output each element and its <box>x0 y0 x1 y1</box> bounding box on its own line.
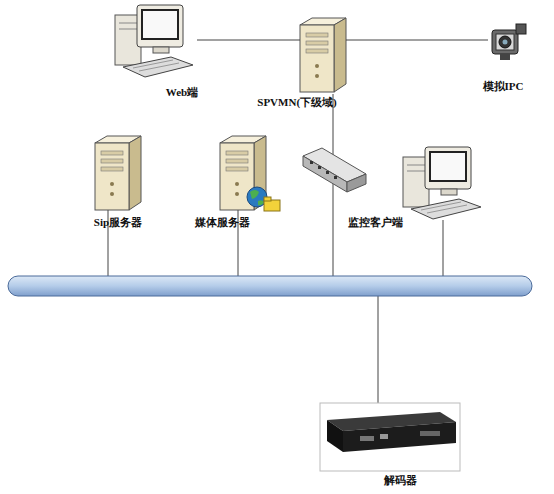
network-bus <box>8 276 532 296</box>
computer-icon <box>115 5 193 77</box>
camera-icon <box>492 24 526 60</box>
workstation-node: 监控客户端 <box>403 147 481 220</box>
decoder-node: 解码器 <box>320 403 460 471</box>
wire <box>108 94 443 403</box>
node-label: 监控客户端 <box>348 216 403 229</box>
server-icon <box>300 18 346 92</box>
node-label: 媒体服务器 <box>195 216 250 229</box>
node-label: Sip服务器 <box>94 216 142 229</box>
switch-icon <box>303 148 366 192</box>
node-label: 模拟IPC <box>483 80 524 93</box>
node-label: Web端 <box>166 86 198 99</box>
server-node: SPVMN(下级域) <box>300 18 346 94</box>
computer-icon <box>403 147 481 219</box>
server-icon <box>220 136 266 210</box>
decoder-photo <box>320 403 460 471</box>
camera-node: 模拟IPC <box>488 22 528 62</box>
node-label: SPVMN(下级域) <box>257 96 336 109</box>
network-link <box>197 40 300 41</box>
globe-icon <box>247 187 280 211</box>
server-node: 媒体服务器 <box>220 136 282 212</box>
workstation-node: Web端 <box>115 5 197 77</box>
node-label: 解码器 <box>384 474 417 487</box>
network-link <box>346 40 488 41</box>
server-node: Sip服务器 <box>95 136 141 210</box>
server-icon <box>95 136 141 210</box>
